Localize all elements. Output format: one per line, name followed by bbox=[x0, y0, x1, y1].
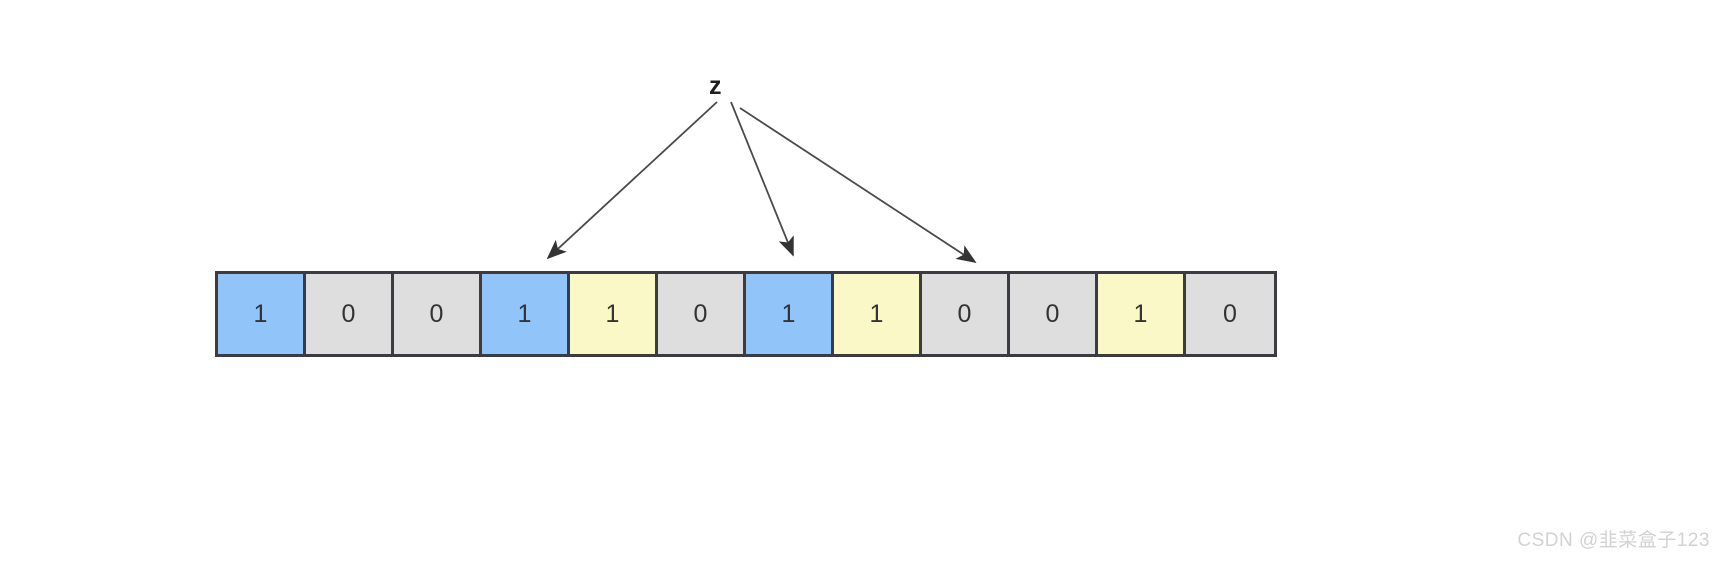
bit-cell-1[interactable]: 0 bbox=[306, 274, 394, 354]
bit-cell-0[interactable]: 1 bbox=[218, 274, 306, 354]
bit-cell-9[interactable]: 0 bbox=[1010, 274, 1098, 354]
arrow-to-cell-3 bbox=[546, 101, 718, 260]
bit-cell-5[interactable]: 0 bbox=[658, 274, 746, 354]
arrow-to-cell-8 bbox=[739, 107, 977, 263]
bit-cell-2[interactable]: 0 bbox=[394, 274, 482, 354]
bit-cell-6[interactable]: 1 bbox=[746, 274, 834, 354]
bit-cell-4[interactable]: 1 bbox=[570, 274, 658, 354]
csdn-watermark: CSDN @韭菜盒子123 bbox=[1517, 530, 1710, 551]
bit-cell-11[interactable]: 0 bbox=[1186, 274, 1274, 354]
bit-cell-7[interactable]: 1 bbox=[834, 274, 922, 354]
pointer-source-label-z: z bbox=[709, 72, 722, 100]
bit-cell-10[interactable]: 1 bbox=[1098, 274, 1186, 354]
bit-cell-8[interactable]: 0 bbox=[922, 274, 1010, 354]
arrow-to-cell-6 bbox=[730, 101, 794, 257]
bit-cell-3[interactable]: 1 bbox=[482, 274, 570, 354]
bit-array: 1 0 0 1 1 0 1 1 0 0 1 0 bbox=[215, 271, 1277, 357]
